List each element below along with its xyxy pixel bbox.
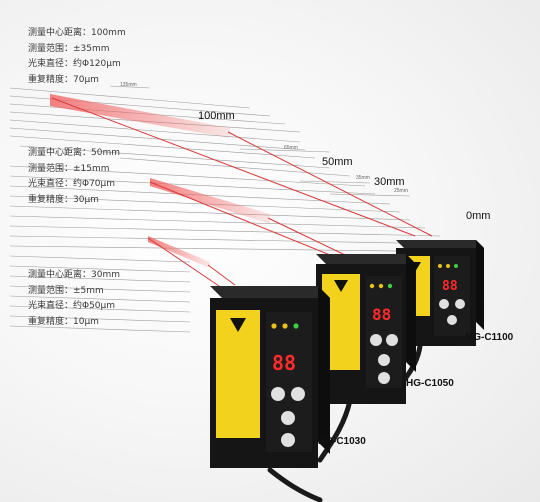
spec-line: 测量范围：±5mm [28, 285, 104, 296]
spec-block-c1030: 测量中心距离：30mm 测量范围：±5mm 光束直径：约Φ50μm 重复精度：1… [28, 268, 120, 330]
distance-label-0mm: 0mm [466, 210, 491, 222]
spec-block-c1050: 测量中心距离：50mm 测量范围：±15mm 光束直径：约Φ70μm 重复精度：… [28, 146, 120, 208]
svg-text:88: 88 [442, 279, 458, 294]
laser-spots [50, 94, 270, 268]
spec-line: 测量范围：±35mm [28, 43, 110, 54]
svg-text:88: 88 [272, 351, 296, 375]
distance-label-30mm: 30mm [374, 176, 405, 188]
spec-line: 光束直径：约Φ50μm [28, 301, 116, 311]
spec-line: 测量中心距离：50mm [28, 148, 120, 158]
spec-line: 重复精度：10μm [28, 316, 99, 327]
tick-label-25mm: 25mm [394, 188, 408, 194]
spec-line: 测量中心距离：100mm [28, 28, 126, 38]
model-label-hg-c1030: HG-C1030 [318, 436, 366, 447]
tick-label-35mm: 35mm [356, 175, 370, 181]
model-label-hg-c1100: HG-C1100 [466, 332, 514, 343]
svg-text:88: 88 [372, 305, 391, 324]
spec-block-c1100: 测量中心距离：100mm 测量范围：±35mm 光束直径：约Φ120μm 重复精… [28, 26, 126, 88]
model-label-hg-c1050: HG-C1050 [406, 378, 454, 389]
tick-label-135mm: 135mm [120, 82, 137, 88]
sensor-hg-c1050: 88 [316, 254, 416, 404]
laser-beams [51, 97, 433, 289]
sensor-hg-c1030: 88 [210, 286, 330, 468]
tick-label-65mm: 65mm [284, 145, 298, 151]
distance-label-100mm: 100mm [198, 110, 235, 122]
distance-label-50mm: 50mm [322, 156, 353, 168]
spec-line: 重复精度：30μm [28, 194, 99, 205]
spec-line: 光束直径：约Φ70μm [28, 179, 116, 189]
spec-line: 重复精度：70μm [28, 74, 99, 85]
spec-line: 测量中心距离：30mm [28, 270, 120, 280]
spec-line: 光束直径：约Φ120μm [28, 59, 121, 69]
spec-line: 测量范围：±15mm [28, 163, 110, 174]
